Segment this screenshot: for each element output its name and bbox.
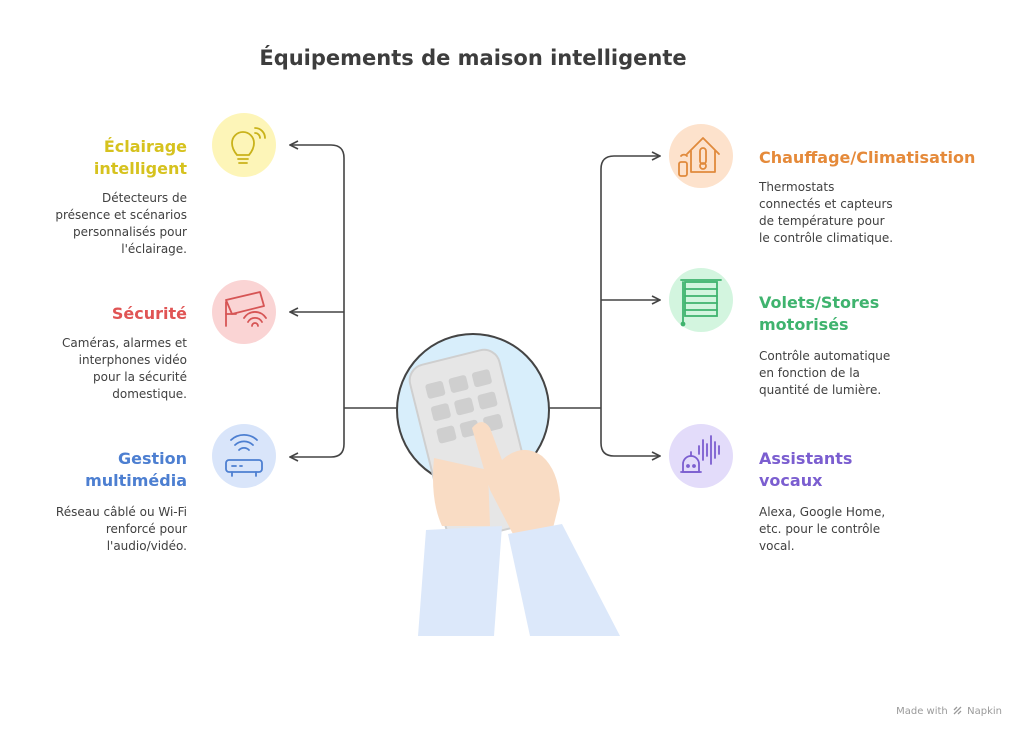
napkin-logo-icon <box>953 706 962 715</box>
shutters-desc: Contrôle automatique en fonction de la q… <box>759 349 891 397</box>
lightbulb-icon <box>231 127 266 164</box>
heating-title: Chauffage/Climatisation <box>759 148 976 167</box>
connector-media <box>290 408 345 457</box>
footer-brand: Napkin <box>967 706 1002 717</box>
window-blinds-icon <box>680 279 722 327</box>
heating-icon-circle <box>669 124 733 188</box>
voice-assistant-icon <box>680 435 720 473</box>
media-title: Gestion multimédia <box>85 449 187 490</box>
media-icon-circle <box>212 424 276 488</box>
lighting-desc: Détecteurs de présence et scénarios pers… <box>55 191 187 256</box>
security-desc: Caméras, alarmes et interphones vidéo po… <box>62 336 187 401</box>
connector-lighting <box>290 145 345 408</box>
heating-desc: Thermostats connectés et capteurs de tem… <box>759 180 894 245</box>
security-icon-circle <box>212 280 276 344</box>
diagram-title: Équipements de maison intelligente <box>259 46 687 70</box>
lighting-icon-circle <box>212 113 276 177</box>
voice-title: Assistants vocaux <box>759 449 853 490</box>
media-desc: Réseau câblé ou Wi-Fi renforcé pour l'au… <box>55 505 187 553</box>
smartphone-hands-icon <box>396 333 620 636</box>
shutters-icon-circle <box>669 268 733 332</box>
lighting-title: Éclairage intelligent <box>93 137 187 178</box>
router-icon <box>225 433 263 477</box>
shutters-title: Volets/Stores motorisés <box>759 293 880 334</box>
voice-desc: Alexa, Google Home, etc. pour le contrôl… <box>759 505 886 553</box>
connector-heating <box>600 156 660 408</box>
security-title: Sécurité <box>111 304 187 323</box>
footer-watermark: Made with Napkin <box>896 706 1002 717</box>
connector-voice <box>600 408 660 456</box>
thermostat-house-icon <box>678 137 720 177</box>
voice-icon-circle <box>669 424 733 488</box>
security-camera-icon <box>225 291 267 327</box>
footer-made-with: Made with <box>896 706 948 717</box>
